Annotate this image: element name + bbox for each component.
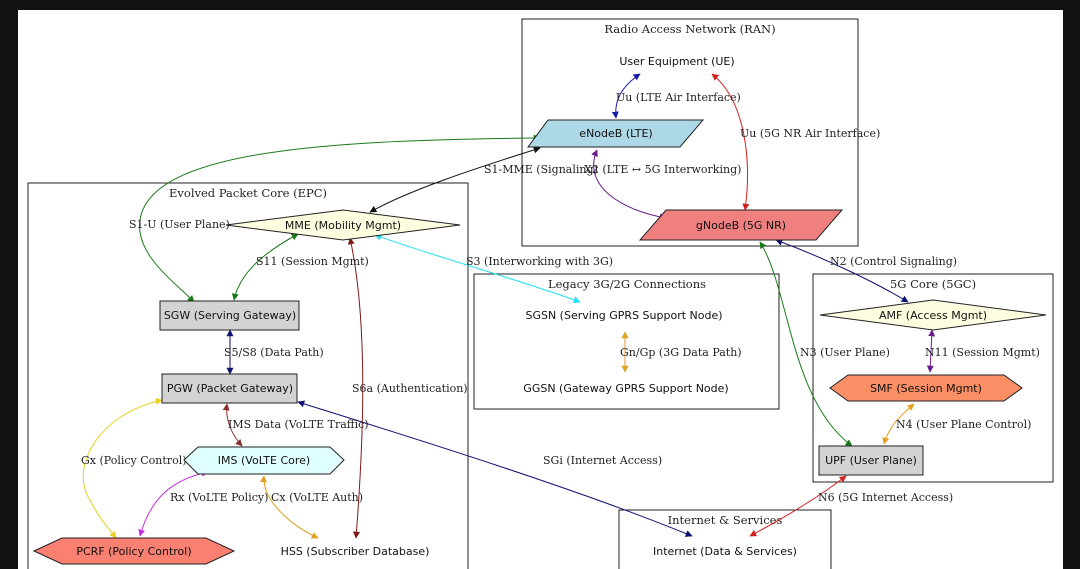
label-x2: X2 (LTE ↔ 5G Interworking): [584, 163, 741, 176]
label-rx: Rx (VoLTE Policy): [170, 491, 268, 504]
ggsn-label: GGSN (Gateway GPRS Support Node): [523, 382, 728, 395]
edge-s3: [374, 233, 581, 304]
upf-shape: [818, 445, 924, 476]
ue-label: User Equipment (UE): [619, 55, 734, 68]
label-s11: S11 (Session Mgmt): [256, 255, 369, 268]
pcrf-label: PCRF (Policy Control): [76, 545, 191, 558]
edge-s1-u: [139, 134, 541, 303]
sgw-shape: [159, 300, 300, 331]
node-upf[interactable]: UPF (User Plane): [818, 445, 924, 476]
edge-n11: [926, 329, 936, 373]
enodeb-shape: [527, 119, 705, 148]
label-n6: N6 (5G Internet Access): [818, 491, 953, 504]
cluster-epc-title: Evolved Packet Core (EPC): [169, 186, 327, 200]
edge-gx: [82, 397, 163, 539]
node-pcrf[interactable]: PCRF (Policy Control): [32, 537, 236, 565]
mme-label: MME (Mobility Mgmt): [285, 219, 401, 232]
amf-shape: [819, 299, 1047, 331]
node-pgw[interactable]: PGW (Packet Gateway): [161, 373, 298, 404]
node-gnodeb[interactable]: gNodeB (5G NR): [638, 209, 844, 241]
edge-rx: [138, 469, 209, 537]
node-ggsn[interactable]: GGSN (Gateway GPRS Support Node): [523, 382, 728, 395]
node-smf[interactable]: SMF (Session Mgmt): [829, 374, 1023, 402]
label-s6a: S6a (Authentication): [352, 382, 468, 395]
edge-n3: [759, 241, 853, 447]
node-ims[interactable]: IMS (VoLTE Core): [183, 446, 345, 475]
edge-n4: [882, 403, 915, 445]
edge-x2: [591, 149, 667, 221]
node-hss[interactable]: HSS (Subscriber Database): [281, 545, 430, 558]
cluster-ran: Radio Access Network (RAN): [521, 18, 859, 247]
label-n3: N3 (User Plane): [800, 346, 890, 359]
node-mme[interactable]: MME (Mobility Mgmt): [225, 209, 461, 241]
cluster-internet-title: Internet & Services: [668, 513, 783, 527]
edge-ims-data: [222, 403, 243, 447]
label-gngp: Gn/Gp (3G Data Path): [620, 346, 742, 359]
pcrf-shape: [32, 537, 236, 565]
node-sgw[interactable]: SGW (Serving Gateway): [159, 300, 300, 331]
edge-uu-lte: [611, 73, 641, 119]
gnodeb-shape: [638, 209, 844, 241]
label-gx: Gx (Policy Control): [81, 454, 187, 467]
node-internet[interactable]: Internet (Data & Services): [653, 545, 797, 558]
amf-label: AMF (Access Mgmt): [879, 309, 987, 322]
edge-labels: Uu (LTE Air Interface) Uu (5G NR Air Int…: [81, 91, 1040, 504]
smf-label: SMF (Session Mgmt): [870, 382, 982, 395]
smf-shape: [829, 374, 1023, 402]
label-n11: N11 (Session Mgmt): [925, 346, 1040, 359]
ims-shape: [183, 446, 345, 475]
label-n2: N2 (Control Signaling): [830, 255, 957, 268]
hss-label: HSS (Subscriber Database): [281, 545, 430, 558]
label-s1-u: S1-U (User Plane): [129, 218, 230, 231]
label-s3: S3 (Interworking with 3G): [466, 255, 613, 268]
node-amf[interactable]: AMF (Access Mgmt): [819, 299, 1047, 331]
pgw-shape: [161, 373, 298, 404]
label-uu-lte: Uu (LTE Air Interface): [616, 91, 741, 104]
internet-label: Internet (Data & Services): [653, 545, 797, 558]
label-ims-data: IMS Data (VoLTE Traffic): [228, 418, 369, 431]
edge-n6: [749, 475, 847, 537]
label-uu-5g: Uu (5G NR Air Interface): [740, 127, 880, 140]
label-sgi: SGi (Internet Access): [543, 454, 662, 467]
pgw-label: PGW (Packet Gateway): [167, 382, 293, 395]
sgw-label: SGW (Serving Gateway): [164, 309, 296, 322]
cluster-ran-title: Radio Access Network (RAN): [604, 22, 775, 36]
ims-label: IMS (VoLTE Core): [218, 454, 310, 467]
sgsn-label: SGSN (Serving GPRS Support Node): [525, 309, 722, 322]
label-s1-mme: S1-MME (Signaling): [484, 163, 598, 176]
mme-shape: [225, 209, 461, 241]
edge-s11: [231, 233, 299, 301]
gnodeb-label: gNodeB (5G NR): [696, 219, 786, 232]
label-s5s8: S5/S8 (Data Path): [224, 346, 324, 359]
upf-label: UPF (User Plane): [825, 454, 917, 467]
label-cx: Cx (VoLTE Auth): [271, 491, 363, 504]
edge-sgi: [297, 400, 693, 537]
node-sgsn[interactable]: SGSN (Serving GPRS Support Node): [525, 309, 722, 322]
node-ue[interactable]: User Equipment (UE): [619, 55, 734, 68]
cluster-legacy-title: Legacy 3G/2G Connections: [548, 277, 706, 291]
cluster-5gc-title: 5G Core (5GC): [890, 277, 976, 291]
label-n4: N4 (User Plane Control): [896, 418, 1031, 431]
edges: [82, 73, 936, 539]
enodeb-label: eNodeB (LTE): [579, 127, 652, 140]
edge-uu-5g: [711, 73, 750, 211]
node-enodeb[interactable]: eNodeB (LTE): [527, 119, 705, 148]
